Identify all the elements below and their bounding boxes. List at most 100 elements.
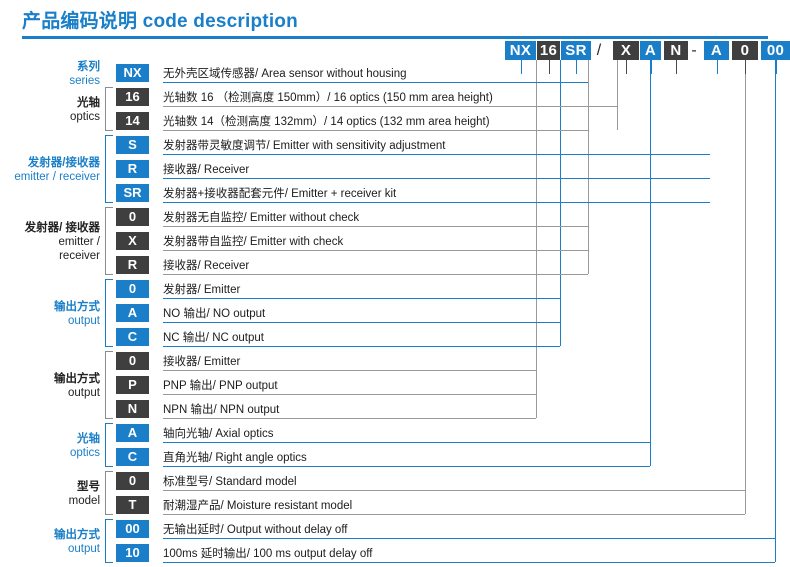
code-badge-r: R bbox=[116, 160, 149, 178]
code-badge-0: 0 bbox=[116, 280, 149, 298]
code-row: A NO 输出/ NO output bbox=[0, 302, 790, 326]
code-row: T 耐潮湿产品/ Moisture resistant model bbox=[0, 494, 790, 518]
group-label-cn: 输出方式 bbox=[54, 373, 100, 385]
code-chip-16: 16 bbox=[537, 41, 560, 60]
row-underline bbox=[163, 298, 560, 299]
code-row: NX 无外壳区域传感器/ Area sensor without housing bbox=[0, 62, 790, 86]
code-badge-00: 00 bbox=[116, 520, 149, 538]
row-description: 耐潮湿产品/ Moisture resistant model bbox=[163, 500, 353, 512]
code-chip-n: N bbox=[664, 41, 688, 60]
group-bracket bbox=[105, 87, 113, 131]
code-separator: / bbox=[596, 42, 602, 59]
row-underline bbox=[163, 178, 710, 179]
row-underline bbox=[163, 562, 775, 563]
group-label: 光轴 optics bbox=[0, 96, 100, 124]
row-description: 发射器/ Emitter bbox=[163, 284, 241, 296]
code-chip-a: A bbox=[704, 41, 729, 60]
row-description: 发射器带自监控/ Emitter with check bbox=[163, 236, 344, 248]
code-badge-nx: NX bbox=[116, 64, 149, 82]
group-label-en: model bbox=[68, 495, 100, 507]
code-chip-a: A bbox=[640, 41, 661, 60]
group-label-en: optics bbox=[69, 447, 100, 459]
row-description: 光轴数 16 （检测高度 150mm）/ 16 optics (150 mm a… bbox=[163, 92, 493, 104]
group-label-cn: 发射器/ 接收器 bbox=[24, 222, 100, 234]
row-description: NPN 输出/ NPN output bbox=[163, 404, 280, 416]
code-badge-r: R bbox=[116, 256, 149, 274]
row-underline bbox=[163, 466, 650, 467]
code-row: 14 光轴数 14（检测高度 132mm）/ 14 optics (132 mm … bbox=[0, 110, 790, 134]
group-bracket bbox=[105, 471, 113, 515]
code-row: S 发射器带灵敏度调节/ Emitter with sensitivity adj… bbox=[0, 134, 790, 158]
code-chip-0: 0 bbox=[732, 41, 758, 60]
code-badge-c: C bbox=[116, 328, 149, 346]
group-bracket bbox=[105, 279, 113, 347]
group-label: 发射器/ 接收器 emitter / receiver bbox=[0, 221, 100, 263]
group-label-en: emitter / receiver bbox=[58, 236, 100, 262]
code-chip-nx: NX bbox=[505, 41, 536, 60]
code-chip-00: 00 bbox=[761, 41, 790, 60]
row-description: 接收器/ Receiver bbox=[163, 164, 250, 176]
group-label-cn: 光轴 bbox=[77, 97, 100, 109]
code-badge-c: C bbox=[116, 448, 149, 466]
row-description: 发射器带灵敏度调节/ Emitter with sensitivity adju… bbox=[163, 140, 446, 152]
row-description: 100ms 延时输出/ 100 ms output delay off bbox=[163, 548, 373, 560]
code-badge-t: T bbox=[116, 496, 149, 514]
group-label: 发射器/接收器 emitter / receiver bbox=[0, 156, 100, 184]
page-title: 产品编码说明 code description bbox=[22, 11, 298, 32]
group-label-en: output bbox=[68, 543, 100, 555]
code-chip-x: X bbox=[613, 41, 639, 60]
row-underline bbox=[163, 130, 588, 131]
group-label: 输出方式 output bbox=[0, 300, 100, 328]
row-description: 标准型号/ Standard model bbox=[163, 476, 297, 488]
row-underline bbox=[163, 250, 588, 251]
group-label-en: emitter / receiver bbox=[14, 171, 100, 183]
group-label-cn: 系列 bbox=[77, 61, 100, 73]
row-description: 无输出延时/ Output without delay off bbox=[163, 524, 348, 536]
row-underline bbox=[163, 82, 588, 83]
code-badge-0: 0 bbox=[116, 472, 149, 490]
code-badge-a: A bbox=[116, 304, 149, 322]
row-underline bbox=[163, 418, 536, 419]
group-label-cn: 输出方式 bbox=[54, 301, 100, 313]
row-underline bbox=[163, 514, 745, 515]
code-badge-sr: SR bbox=[116, 184, 149, 202]
group-label-cn: 输出方式 bbox=[54, 529, 100, 541]
group-bracket bbox=[105, 351, 113, 419]
group-label-en: optics bbox=[69, 111, 100, 123]
code-badge-s: S bbox=[116, 136, 149, 154]
code-row: 00 无输出延时/ Output without delay off bbox=[0, 518, 790, 542]
group-label-cn: 发射器/接收器 bbox=[27, 157, 100, 169]
group-bracket bbox=[105, 207, 113, 275]
row-description: NO 输出/ NO output bbox=[163, 308, 266, 320]
code-badge-0: 0 bbox=[116, 352, 149, 370]
group-label-en: output bbox=[68, 315, 100, 327]
row-underline bbox=[163, 274, 588, 275]
row-description: 发射器无自监控/ Emitter without check bbox=[163, 212, 360, 224]
group-label-cn: 型号 bbox=[77, 481, 100, 493]
title-divider bbox=[22, 36, 768, 39]
row-description: 无外壳区域传感器/ Area sensor without housing bbox=[163, 68, 407, 80]
code-badge-14: 14 bbox=[116, 112, 149, 130]
row-description: 光轴数 14（检测高度 132mm）/ 14 optics (132 mm ar… bbox=[163, 116, 490, 128]
code-chip-sr: SR bbox=[561, 41, 591, 60]
code-badge-p: P bbox=[116, 376, 149, 394]
group-label: 输出方式 output bbox=[0, 528, 100, 556]
row-underline bbox=[163, 106, 617, 107]
row-underline bbox=[163, 226, 588, 227]
row-description: PNP 输出/ PNP output bbox=[163, 380, 278, 392]
code-badge-a: A bbox=[116, 424, 149, 442]
row-underline bbox=[163, 322, 560, 323]
code-badge-16: 16 bbox=[116, 88, 149, 106]
code-row: P PNP 输出/ PNP output bbox=[0, 374, 790, 398]
